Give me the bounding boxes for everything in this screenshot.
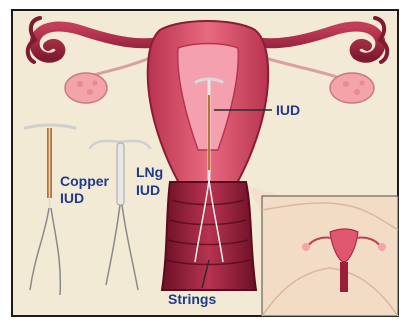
cervix [162, 182, 256, 290]
strings-label: Strings [168, 291, 216, 307]
lng-iud-label-line1: LNg [136, 164, 163, 180]
body-inset [248, 186, 398, 316]
iud-label: IUD [276, 102, 300, 118]
copper-iud-label-line2: IUD [60, 190, 84, 206]
copper-iud-label-line1: Copper [60, 173, 110, 189]
lng-iud-label-line2: IUD [136, 182, 160, 198]
